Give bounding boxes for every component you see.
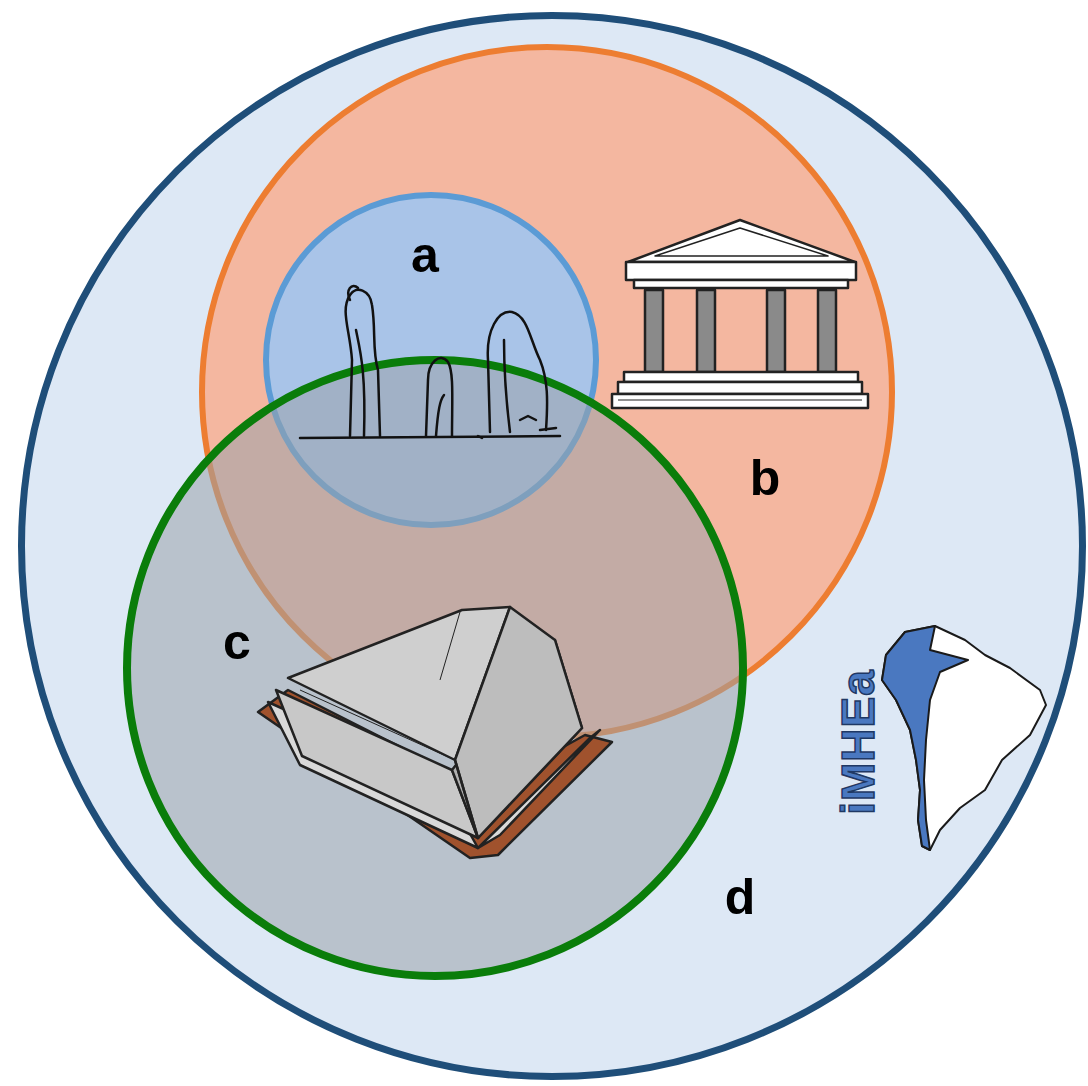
temple-icon [612,220,868,408]
circle-shape [127,360,743,976]
region-letter: c [223,617,251,667]
label-holder: d [725,872,756,922]
circle-shape [22,16,1083,1077]
label-holder: a [411,230,439,280]
logo-holder: iMHEa [835,669,881,815]
logo-text: iMHEa [835,669,881,815]
label-holder: c [223,617,251,667]
region-letter: d [725,872,756,922]
region-letter: b [750,453,781,503]
region-letter: a [411,230,439,280]
people-sketch [300,286,560,438]
south-america-map [882,626,1046,850]
label-holder: b [750,453,781,503]
book-icon [258,607,612,858]
outer-circle: a b c d [18,12,1086,1080]
